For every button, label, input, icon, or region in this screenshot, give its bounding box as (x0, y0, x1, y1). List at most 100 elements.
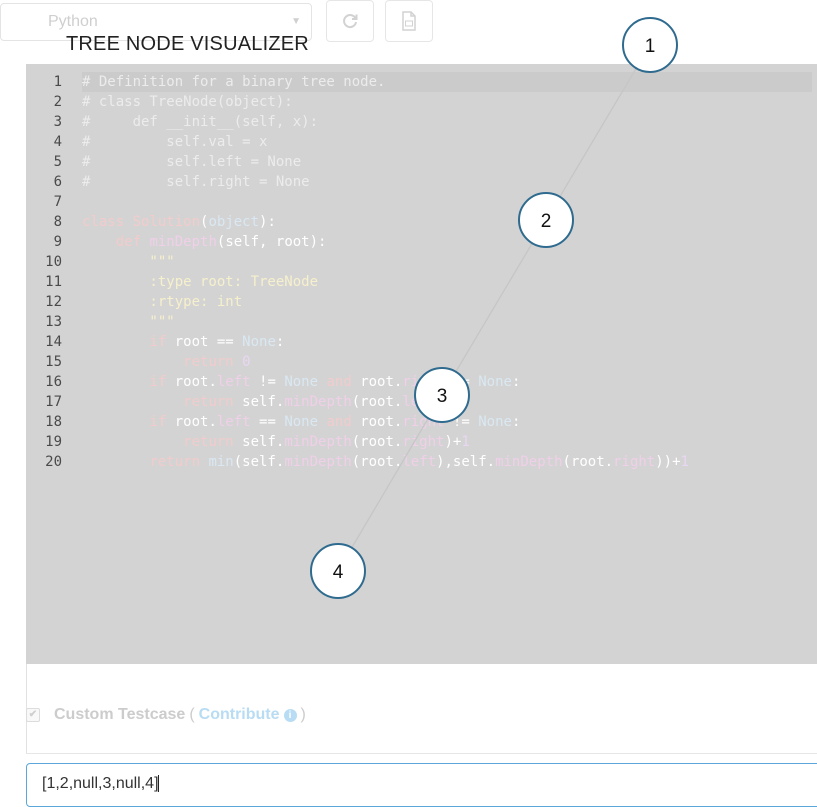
code-token: root. (351, 414, 403, 430)
code-line[interactable]: if root == None: (82, 332, 812, 352)
tree-node-4[interactable]: 4 (310, 543, 366, 599)
code-token: ),self. (436, 454, 496, 470)
code-token: and (326, 374, 352, 390)
line-number: 15 (45, 354, 62, 370)
line-number: 9 (53, 234, 62, 250)
tree-edge-2-3 (441, 219, 547, 396)
testcase-input[interactable]: [1,2,null,3,null,4] (26, 763, 817, 807)
code-token: (root. (562, 454, 614, 470)
contribute-link[interactable]: Contribute (198, 706, 280, 723)
code-token: (root. (351, 454, 403, 470)
code-token: return (183, 434, 234, 450)
code-line[interactable]: # Definition for a binary tree node. (82, 72, 812, 92)
code-token: if (149, 374, 167, 390)
custom-testcase-checkbox[interactable]: ✔ (26, 708, 40, 722)
code-line[interactable]: """ (82, 312, 812, 332)
code-token: # self.right = None (82, 174, 310, 190)
line-number: 4 (53, 134, 62, 150)
info-icon[interactable]: i (283, 708, 297, 722)
code-token: != (250, 374, 285, 390)
line-number: 2 (53, 94, 62, 110)
reset-code-button[interactable] (326, 0, 374, 42)
code-token: root. (351, 374, 403, 390)
code-line[interactable]: return min(self.minDepth(root.left),self… (82, 452, 812, 472)
line-number: 6 (53, 174, 62, 190)
code-token: return (183, 394, 234, 410)
line-number: 3 (53, 114, 62, 130)
code-token: : (511, 414, 521, 430)
tree-node-2[interactable]: 2 (518, 192, 574, 248)
code-token: (root. (351, 434, 403, 450)
code-token: root. (166, 414, 217, 430)
code-token: return (149, 454, 201, 470)
code-line[interactable]: :type root: TreeNode (82, 272, 812, 292)
code-line[interactable]: return 0 (82, 352, 812, 372)
code-token: """ (82, 254, 175, 270)
tree-node-label: 2 (541, 211, 552, 232)
code-token: object (208, 214, 260, 230)
code-line[interactable]: # def __init__(self, x): (82, 112, 812, 132)
code-token: and (326, 414, 352, 430)
code-line[interactable]: if root.left != None and root.right == N… (82, 372, 812, 392)
code-line[interactable]: """ (82, 252, 812, 272)
line-number: 7 (53, 194, 62, 210)
code-token: minDepth (284, 454, 352, 470)
code-token: 0 (242, 354, 251, 370)
code-token: ): (259, 214, 276, 230)
code-token: minDepth (495, 454, 563, 470)
code-token: """ (82, 314, 175, 330)
code-token: left (216, 414, 251, 430)
code-token: : (275, 334, 285, 350)
refresh-icon (343, 14, 358, 29)
code-line[interactable]: class Solution(object): (82, 212, 812, 232)
code-token: :rtype: int (82, 294, 243, 310)
code-token: class (82, 214, 125, 230)
tree-node-label: 4 (333, 562, 344, 583)
code-token: return (183, 354, 234, 370)
code-line[interactable]: # self.right = None (82, 172, 812, 192)
code-token: minDepth (284, 394, 352, 410)
language-select[interactable]: Python ▼ (0, 3, 312, 41)
code-line[interactable]: # self.val = x (82, 132, 812, 152)
code-token: # self.val = x (82, 134, 268, 150)
code-line[interactable]: return self.minDepth(root.right)+1 (82, 432, 812, 452)
code-line[interactable]: # self.left = None (82, 152, 812, 172)
line-number: 20 (45, 454, 62, 470)
custom-testcase-row: ✔ Custom Testcase ( Contribute i ) (26, 700, 310, 730)
paren-close: ) (300, 706, 306, 723)
tree-edge-3-4 (337, 394, 443, 572)
visualizer-title: TREE NODE VISUALIZER (66, 33, 309, 55)
code-token: None (284, 374, 319, 390)
line-number: 14 (45, 334, 62, 350)
code-token: minDepth (284, 434, 352, 450)
line-number: 11 (45, 274, 62, 290)
line-number: 13 (45, 314, 62, 330)
code-token: self. (233, 394, 285, 410)
line-number: 16 (45, 374, 62, 390)
code-token: (root. (351, 394, 403, 410)
copy-code-button[interactable] (385, 0, 433, 42)
code-line[interactable]: def minDepth(self, root): (82, 232, 812, 252)
tree-node-1[interactable]: 1 (622, 17, 678, 73)
code-token: # def __init__(self, x): (82, 114, 319, 130)
code-token: (self. (233, 454, 285, 470)
text-cursor (157, 775, 159, 793)
code-token: None (478, 414, 512, 430)
paren-open: ( (189, 706, 195, 723)
chevron-down-icon: ▼ (291, 16, 301, 27)
code-token: ))+ (655, 454, 681, 470)
tree-node-3[interactable]: 3 (414, 367, 470, 423)
code-token: # class TreeNode(object): (82, 94, 293, 110)
line-number: 18 (45, 414, 62, 430)
code-token: == (250, 414, 285, 430)
code-line[interactable]: :rtype: int (82, 292, 812, 312)
custom-testcase-label: Custom Testcase (54, 706, 186, 723)
code-line[interactable]: # class TreeNode(object): (82, 92, 812, 112)
code-token: (self, root): (216, 234, 327, 250)
tree-edges (337, 44, 651, 572)
toolbar: Python ▼ (0, 0, 817, 64)
code-line[interactable]: if root.left == None and root.right != N… (82, 412, 812, 432)
code-token: right (613, 454, 656, 470)
